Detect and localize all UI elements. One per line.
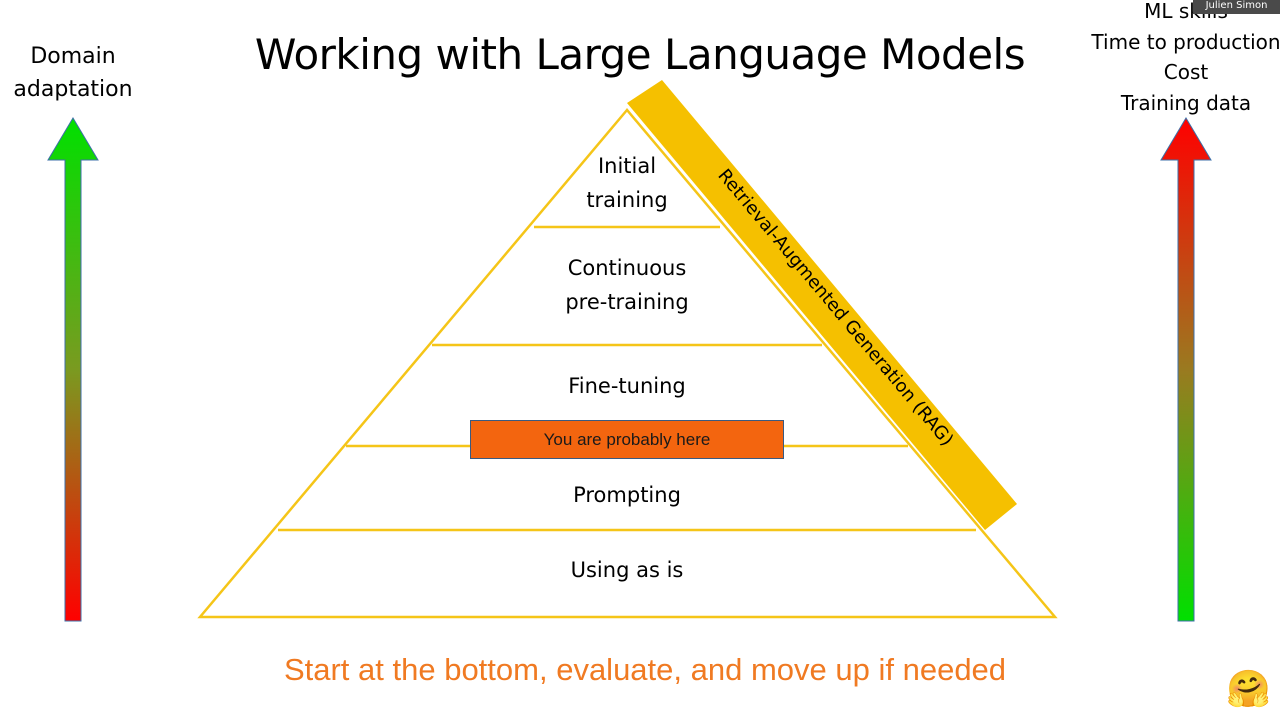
level-initial-training: Initial training: [497, 149, 757, 217]
pyramid-outline: [197, 108, 1058, 619]
level-prompting-line-1: Prompting: [573, 483, 681, 507]
domain-adaptation-label: Domain adaptation: [0, 40, 146, 106]
left-label-line-1: Domain: [30, 44, 116, 69]
slide-title: Working with Large Language Models: [254, 30, 1026, 79]
rag-band: [627, 80, 1017, 530]
level-using-as-is: Using as is: [497, 553, 757, 587]
footer-guidance: Start at the bottom, evaluate, and move …: [283, 652, 1007, 687]
level-fine-tuning: Fine-tuning: [497, 369, 757, 403]
level-continuous-pretraining: Continuous pre-training: [497, 251, 757, 319]
right-label-time-to-production: Time to production: [1091, 29, 1280, 54]
hugging-face-icon: 🤗: [1226, 669, 1271, 710]
presenter-name-tag: Julien Simon: [1193, 0, 1280, 14]
domain-adaptation-arrow: [47, 117, 99, 622]
right-label-cost: Cost: [1163, 60, 1209, 84]
right-label-training-data: Training data: [1120, 90, 1252, 115]
cost-factors-labels: ML skills Time to production Cost Traini…: [1086, 0, 1280, 118]
level-initial-training-line-1: Initial: [597, 154, 657, 178]
level-using-as-is-line-1: Using as is: [570, 558, 684, 582]
level-continuous-pretraining-line-2: pre-training: [565, 290, 689, 314]
level-fine-tuning-line-1: Fine-tuning: [568, 374, 686, 398]
left-label-line-2: adaptation: [13, 77, 133, 102]
you-are-here-marker: You are probably here: [470, 420, 784, 459]
level-prompting: Prompting: [497, 478, 757, 512]
level-initial-training-line-2: training: [586, 188, 668, 212]
level-continuous-pretraining-line-1: Continuous: [567, 256, 687, 280]
cost-arrow: [1160, 117, 1212, 622]
